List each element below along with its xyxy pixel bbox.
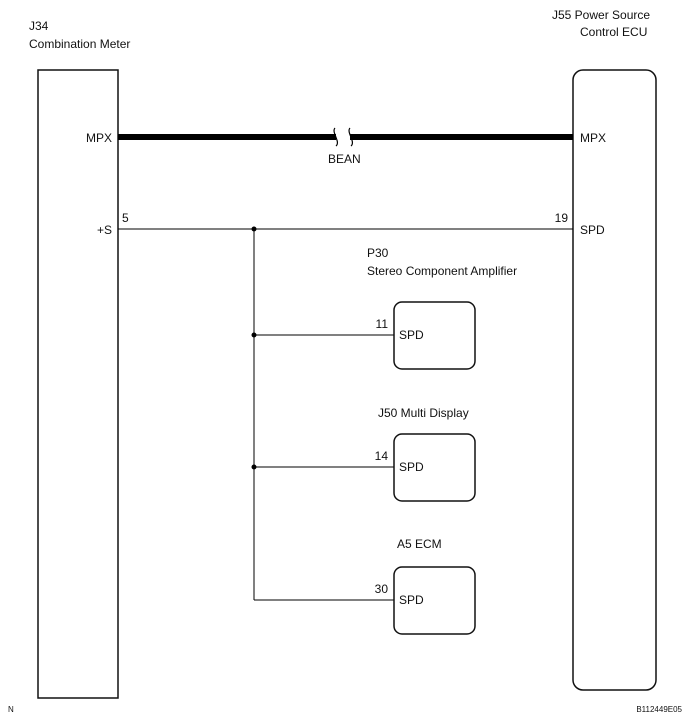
j50-title: J50 Multi Display bbox=[378, 406, 469, 420]
j55-name: Control ECU bbox=[580, 25, 647, 39]
a5-title: A5 ECM bbox=[397, 537, 442, 551]
j55-mpx-label: MPX bbox=[580, 131, 606, 145]
p30-stereo-component-amplifier: P30 Stereo Component Amplifier SPD 11 bbox=[367, 246, 517, 370]
j34-s-label: +S bbox=[97, 223, 112, 237]
j34-mpx-label: MPX bbox=[86, 131, 112, 145]
bean-label: BEAN bbox=[328, 152, 361, 166]
j55-spd-pin-number: 19 bbox=[555, 211, 569, 225]
p30-name: Stereo Component Amplifier bbox=[367, 264, 517, 278]
bus-break-right-mark bbox=[348, 127, 353, 147]
bean-bus: BEAN bbox=[118, 127, 573, 166]
footer-left-mark: N bbox=[8, 705, 14, 714]
a5-ecm: A5 ECM SPD 30 bbox=[375, 537, 476, 635]
j34-name: Combination Meter bbox=[29, 37, 130, 51]
footer-figure-code: B112449E05 bbox=[636, 705, 682, 714]
j55-code: J55 Power Source bbox=[552, 8, 650, 22]
j34-s-pin-number: 5 bbox=[122, 211, 129, 225]
spd-signal-wiring bbox=[118, 226, 573, 601]
j55-box bbox=[572, 69, 657, 691]
j34-combination-meter: J34 Combination Meter MPX +S 5 bbox=[29, 19, 130, 699]
p30-code: P30 bbox=[367, 246, 389, 260]
j34-code: J34 bbox=[29, 19, 49, 33]
j50-pin-number: 14 bbox=[375, 449, 389, 463]
j50-box bbox=[393, 433, 476, 502]
a5-box bbox=[393, 566, 476, 635]
p30-spd-label: SPD bbox=[399, 328, 424, 342]
j34-box bbox=[37, 69, 119, 699]
j50-multi-display: J50 Multi Display SPD 14 bbox=[375, 406, 476, 502]
p30-pin-number: 11 bbox=[376, 317, 389, 331]
j55-spd-label: SPD bbox=[580, 223, 605, 237]
junction-dot bbox=[251, 332, 257, 338]
a5-spd-label: SPD bbox=[399, 593, 424, 607]
bus-break-left-mark bbox=[333, 127, 338, 147]
a5-pin-number: 30 bbox=[375, 582, 389, 596]
junction-dot bbox=[251, 464, 257, 470]
p30-box bbox=[393, 301, 476, 370]
j55-power-source-control-ecu: J55 Power Source Control ECU MPX SPD 19 bbox=[552, 8, 657, 691]
j50-spd-label: SPD bbox=[399, 460, 424, 474]
junction-dot bbox=[251, 226, 257, 232]
